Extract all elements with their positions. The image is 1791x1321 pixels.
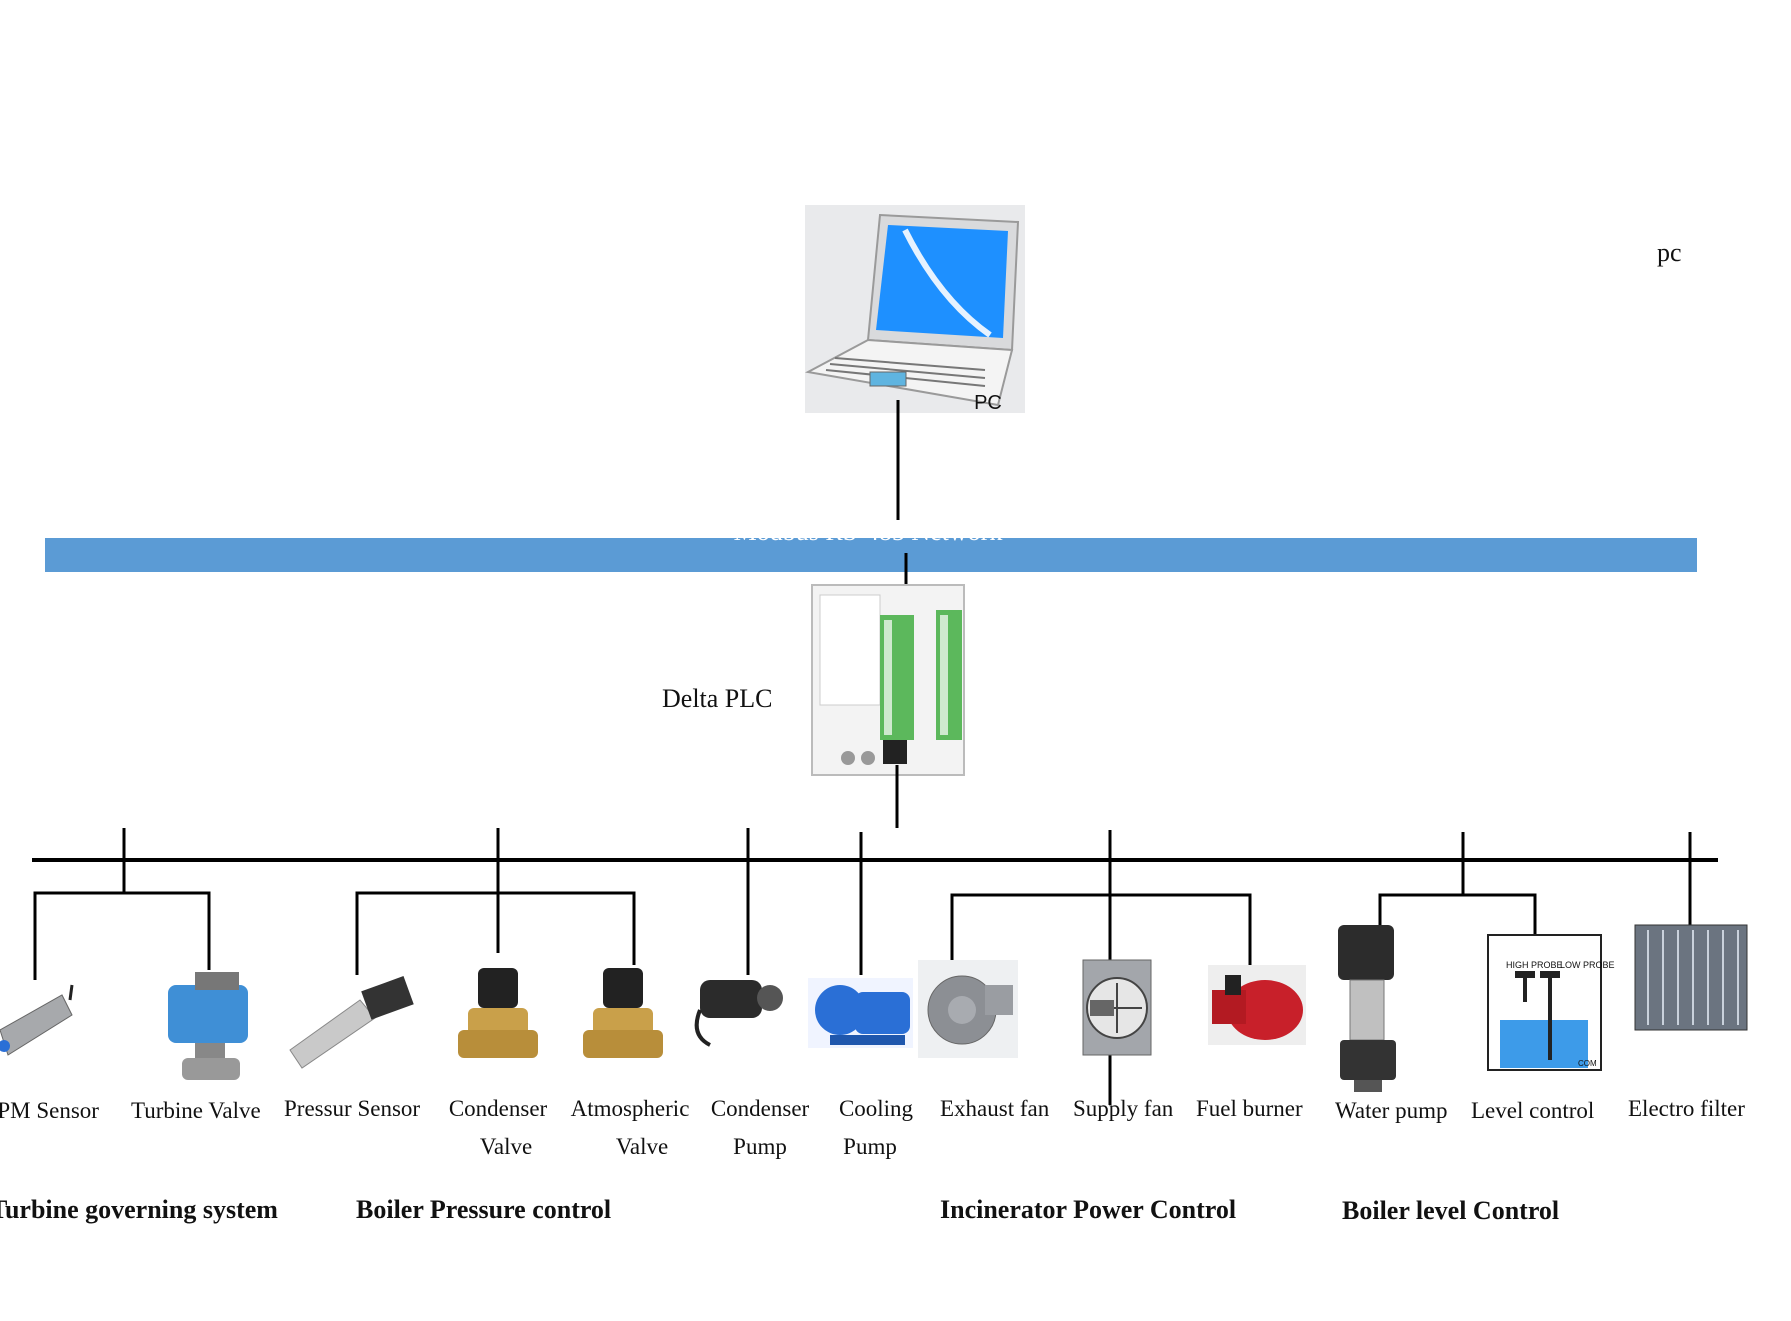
turbine-valve-label: Turbine Valve	[131, 1098, 261, 1123]
condenser-valve-label-2: Valve	[479, 1134, 533, 1159]
water-pump-icon	[1338, 925, 1396, 1092]
atmospheric-valve-label-2: Valve	[615, 1134, 669, 1159]
group-label-turbine: Turbine governing system	[0, 1195, 278, 1224]
condenser-valve-icon	[458, 968, 538, 1058]
delta-plc-icon	[811, 584, 965, 776]
atmospheric-valve-icon	[583, 968, 663, 1058]
supply-fan-icon	[1082, 959, 1152, 1056]
turbine-branch-lines	[33, 828, 211, 980]
boiler-pressure-branch-lines	[355, 828, 636, 975]
network-label: Modbus RS-485 Network	[734, 517, 1003, 546]
condenser-pump-icon	[694, 980, 783, 1047]
condenser-pump-label-1: Condenser	[710, 1096, 810, 1121]
group-label-boiler-pressure: Boiler Pressure control	[356, 1195, 612, 1224]
boiler-level-branch-lines	[1378, 832, 1537, 935]
condenser-pump-label-2: Pump	[733, 1134, 787, 1159]
rpm-sensor-label: RPM Sensor	[0, 1098, 99, 1123]
network-bus-bar	[45, 538, 1697, 572]
group-label-boiler-level: Boiler level Control	[1342, 1196, 1560, 1225]
laptop-pc-icon: PC	[804, 205, 1025, 414]
pressure-sensor-label: Pressur Sensor	[284, 1096, 421, 1121]
condenser-valve-label-1: Condenser	[448, 1096, 548, 1121]
cooling-pump-label-2: Pump	[843, 1134, 897, 1159]
water-pump-label: Water pump	[1335, 1098, 1448, 1123]
level-control-label: Level control	[1471, 1098, 1595, 1123]
level-control-tank-icon: HIGH PROBE LOW PROBE COM	[1487, 934, 1615, 1071]
pressure-sensor-icon	[289, 976, 414, 1069]
atmospheric-valve-label-1: Atmospheric	[570, 1096, 690, 1121]
level-com-label: COM	[1578, 1059, 1597, 1068]
exhaust-fan-icon	[918, 960, 1018, 1058]
rpm-sensor-icon	[0, 984, 74, 1056]
cooling-pump-label-1: Cooling	[838, 1096, 914, 1121]
group-label-incinerator: Incinerator Power Control	[940, 1195, 1237, 1224]
fuel-burner-icon	[1208, 965, 1306, 1045]
level-high-probe-label: HIGH PROBE	[1506, 960, 1563, 970]
exhaust-fan-label: Exhaust fan	[940, 1096, 1050, 1121]
fuel-burner-label: Fuel burner	[1196, 1096, 1303, 1121]
level-low-probe-label: LOW PROBE	[1560, 960, 1615, 970]
cooling-pump-icon	[808, 978, 913, 1048]
supply-fan-label: Supply fan	[1073, 1096, 1174, 1121]
turbine-valve-icon	[168, 972, 248, 1080]
pc-note: pc	[1657, 238, 1682, 267]
electro-filter-icon	[1634, 924, 1748, 1031]
electro-filter-label: Electro filter	[1628, 1096, 1745, 1121]
pc-screen-label: PC	[974, 392, 1002, 414]
plc-label: Delta PLC	[662, 684, 773, 713]
